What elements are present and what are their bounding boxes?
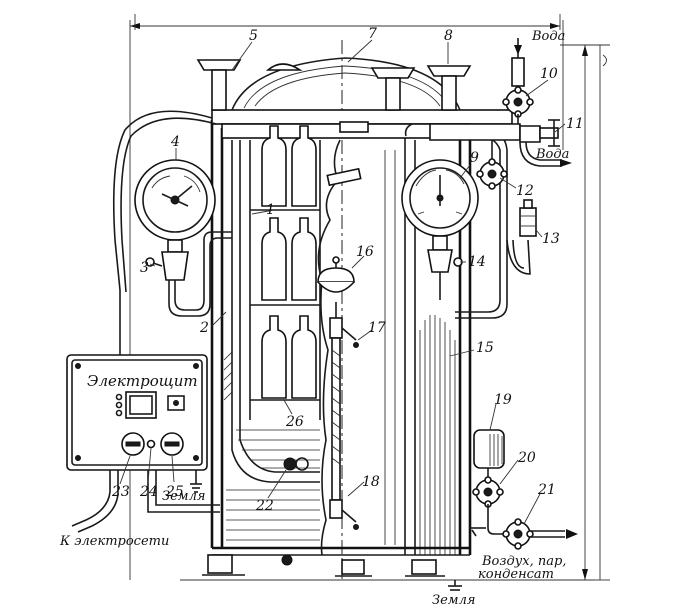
callout-9: 9 [470,150,479,166]
callout-20: 20 [517,450,536,466]
pressure-gauge-4 [112,110,232,317]
label-to-mains: К электросети [59,534,169,549]
drain-valve-assembly [470,429,578,550]
pressure-gauge-9 [401,125,537,319]
label-ground-panel: Земля [162,489,205,504]
label-exhaust-line1: Воздух, пар, [481,554,566,569]
callout-7: 7 [368,26,377,42]
ground-symbol [448,580,462,591]
callout-3: 3 [140,260,149,276]
callout-11: 11 [566,116,584,132]
label-water-in: Вода [531,29,565,44]
label-exhaust-line2: конденсат [478,567,554,582]
callout-16: 16 [356,244,374,260]
callout-26: 26 [285,414,304,430]
bottles [261,125,317,399]
electrical-panel [66,290,220,533]
water-valve-assembly [404,38,572,190]
callout-10: 10 [540,66,558,82]
callout-8: 8 [444,28,453,44]
panel-title: Электрощит [87,372,198,390]
callout-23: 23 [111,484,130,500]
callout-12: 12 [516,183,534,199]
callout-15: 15 [476,340,494,356]
label-ground-bottom: Земля [432,593,475,608]
callout-5: 5 [249,28,258,44]
dimension-lines [129,14,610,581]
callout-14: 14 [468,254,486,270]
callout-22: 22 [255,498,274,514]
leader-lines [119,39,566,525]
callout-1: 1 [266,202,275,218]
callout-18: 18 [362,474,380,490]
callout-13: 13 [542,231,560,247]
callout-21: 21 [537,482,556,498]
callout-17: 17 [368,320,386,336]
callout-2: 2 [199,320,209,336]
callout-4: 4 [170,134,180,150]
callout-25: 25 [165,484,184,500]
text-labels: Вода Вода Электрощит К электросети Земля… [59,26,584,608]
label-water-out: Вода [535,147,569,162]
callout-24: 24 [139,484,158,500]
callout-19: 19 [494,392,512,408]
water-level-gauge [317,256,359,530]
